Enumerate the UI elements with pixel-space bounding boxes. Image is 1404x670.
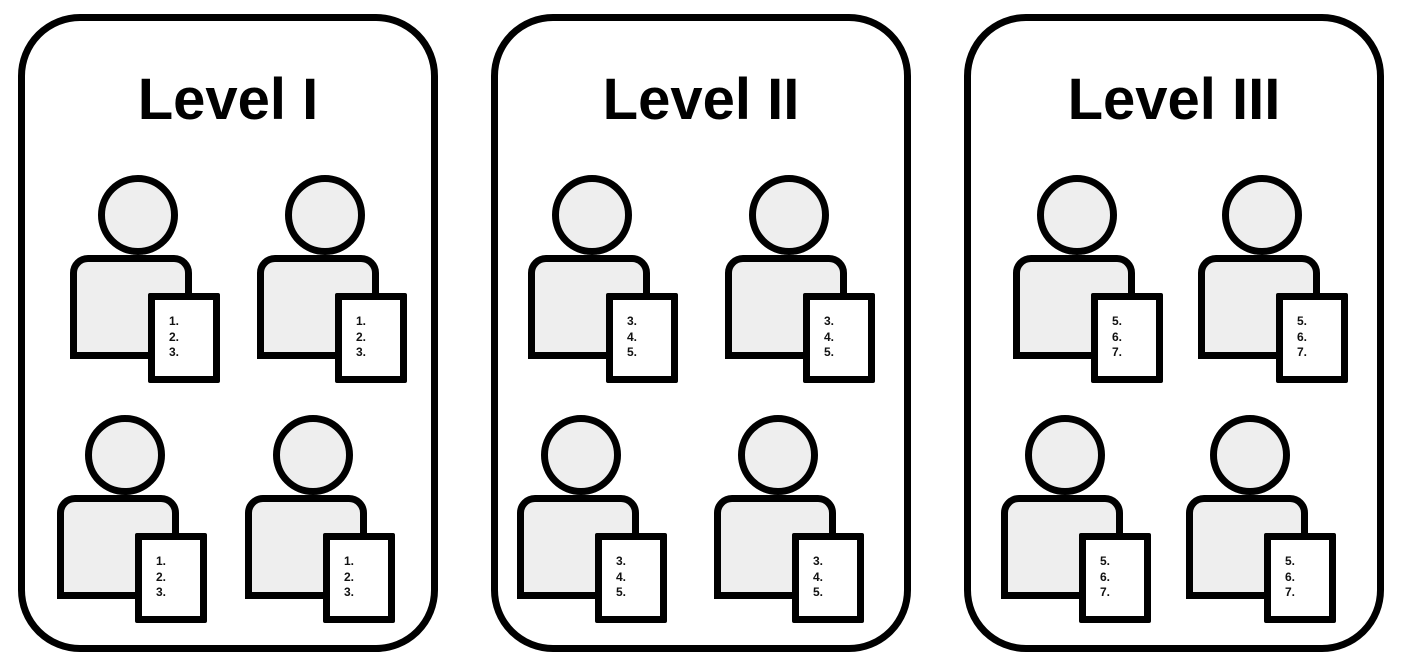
person-icon: 3. 4. 5. [714, 415, 884, 625]
person-body-icon [1198, 255, 1320, 359]
person-head-icon [1025, 415, 1105, 495]
panel-title: Level III [1067, 67, 1281, 132]
document-item: 3. [156, 585, 167, 599]
document-item: 5. [824, 345, 835, 359]
document-item: 6. [1112, 329, 1123, 344]
document-item: 4. [824, 329, 835, 344]
person-head-icon [1037, 175, 1117, 255]
document-item: 3. [824, 314, 835, 328]
document-icon: 5. 6. 7. [1079, 533, 1151, 623]
person-icon: 1. 2. 3. [70, 175, 240, 385]
document-icon: 3. 4. 5. [606, 293, 678, 383]
document-item: 2. [169, 329, 180, 344]
document-item: 3. [627, 314, 638, 328]
document-item: 1. [169, 314, 180, 328]
document-item: 6. [1100, 569, 1111, 584]
document-item: 6. [1297, 329, 1308, 344]
document-item: 3. [169, 345, 180, 359]
document-item: 7. [1100, 585, 1111, 599]
person-icon: 5. 6. 7. [1186, 415, 1356, 625]
document-item: 7. [1285, 585, 1296, 599]
person-icon: 3. 4. 5. [517, 415, 687, 625]
document-item: 5. [1297, 314, 1308, 328]
document-item: 3. [813, 554, 824, 568]
person-head-icon [285, 175, 365, 255]
person-head-icon [749, 175, 829, 255]
person-head-icon [552, 175, 632, 255]
person-icon: 5. 6. 7. [1198, 175, 1368, 385]
panel-title: Level I [137, 67, 319, 132]
document-item: 5. [813, 585, 824, 599]
document-item: 5. [1285, 554, 1296, 568]
person-icon: 1. 2. 3. [257, 175, 427, 385]
document-item: 6. [1285, 569, 1296, 584]
document-item: 3. [616, 554, 627, 568]
person-head-icon [98, 175, 178, 255]
document-icon: 1. 2. 3. [148, 293, 220, 383]
document-icon: 1. 2. 3. [135, 533, 207, 623]
person-icon: 1. 2. 3. [245, 415, 415, 625]
person-icon: 5. 6. 7. [1013, 175, 1183, 385]
document-item: 2. [156, 569, 167, 584]
person-head-icon [1222, 175, 1302, 255]
panel-title: Level II [602, 67, 800, 132]
document-item: 5. [616, 585, 627, 599]
document-item: 3. [344, 585, 355, 599]
level-3-panel: Level III 5. 6. 7. 5. 6. 7. 5. 6. 7. 5. [964, 14, 1384, 652]
document-item: 2. [356, 329, 367, 344]
document-item: 1. [156, 554, 167, 568]
document-item: 5. [1112, 314, 1123, 328]
document-item: 7. [1112, 345, 1123, 359]
person-icon: 3. 4. 5. [725, 175, 895, 385]
document-item: 7. [1297, 345, 1308, 359]
document-item: 4. [627, 329, 638, 344]
document-item: 3. [356, 345, 367, 359]
person-head-icon [273, 415, 353, 495]
document-icon: 3. 4. 5. [792, 533, 864, 623]
person-icon: 1. 2. 3. [57, 415, 227, 625]
document-icon: 3. 4. 5. [595, 533, 667, 623]
document-item: 1. [356, 314, 367, 328]
document-item: 5. [1100, 554, 1111, 568]
document-icon: 5. 6. 7. [1276, 293, 1348, 383]
document-icon: 5. 6. 7. [1264, 533, 1336, 623]
document-item: 4. [813, 569, 824, 584]
person-head-icon [541, 415, 621, 495]
person-head-icon [738, 415, 818, 495]
document-item: 5. [627, 345, 638, 359]
person-head-icon [85, 415, 165, 495]
level-1-panel: Level I 1. 2. 3. 1. 2. 3. 1. 2. 3. [18, 14, 438, 652]
person-head-icon [1210, 415, 1290, 495]
level-2-panel: Level II 3. 4. 5. 3. 4. 5. 3. 4. 5. 3. [491, 14, 911, 652]
document-item: 2. [344, 569, 355, 584]
person-icon: 5. 6. 7. [1001, 415, 1171, 625]
person-icon: 3. 4. 5. [528, 175, 698, 385]
document-icon: 1. 2. 3. [335, 293, 407, 383]
document-item: 1. [344, 554, 355, 568]
document-icon: 5. 6. 7. [1091, 293, 1163, 383]
document-icon: 3. 4. 5. [803, 293, 875, 383]
document-icon: 1. 2. 3. [323, 533, 395, 623]
document-item: 4. [616, 569, 627, 584]
